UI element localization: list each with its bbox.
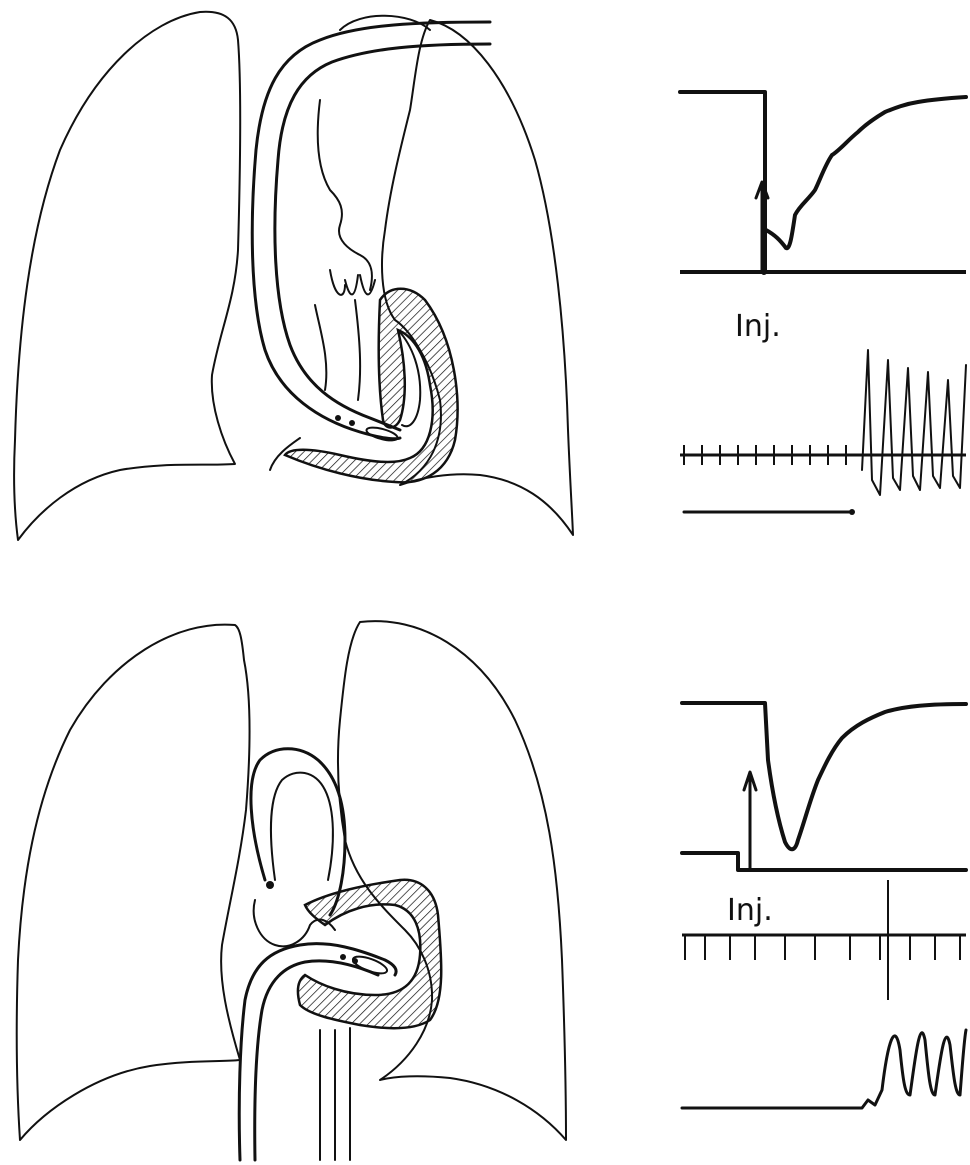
- bottom-injection-label: Inj.: [727, 893, 773, 928]
- bottom-catheter-tip-dot: [266, 881, 274, 889]
- bottom-baseline: [682, 853, 966, 870]
- bottom-descending-vessels: [320, 1028, 350, 1160]
- top-anatomy-drawing: [14, 12, 573, 540]
- bottom-catheter-dot-2: [352, 958, 358, 964]
- top-traces: Inj.: [680, 92, 966, 515]
- top-injection-marker: [761, 269, 767, 275]
- top-injection-label: Inj.: [735, 309, 781, 344]
- bottom-traces: Inj.: [682, 703, 966, 1108]
- top-pressure-trace: [680, 92, 966, 272]
- bottom-aortic-loop-inner: [271, 773, 333, 880]
- bottom-left-lung: [17, 625, 250, 1140]
- top-valve-leaflets: [315, 270, 375, 400]
- bottom-anatomy-drawing: [17, 621, 566, 1160]
- bottom-ventricular-trace: [682, 1030, 966, 1108]
- top-catheter-dot-2: [349, 420, 355, 426]
- top-trachea: [318, 16, 430, 290]
- bottom-ecg-trace: [682, 880, 966, 1000]
- bottom-catheter-dot-1: [340, 954, 346, 960]
- top-ventricle-wall-hatched: [285, 289, 457, 483]
- bottom-aortic-loop-outer: [251, 749, 345, 915]
- top-left-lung: [14, 12, 240, 540]
- bottom-injection-arrow: [744, 772, 756, 870]
- bottom-pressure-trace: [682, 703, 966, 849]
- bottom-catheter-outer: [239, 944, 396, 1160]
- top-time-marker: [849, 509, 855, 515]
- top-ecg-trace: [680, 350, 966, 495]
- top-catheter-dot-1: [335, 415, 341, 421]
- bottom-right-lung: [338, 621, 566, 1140]
